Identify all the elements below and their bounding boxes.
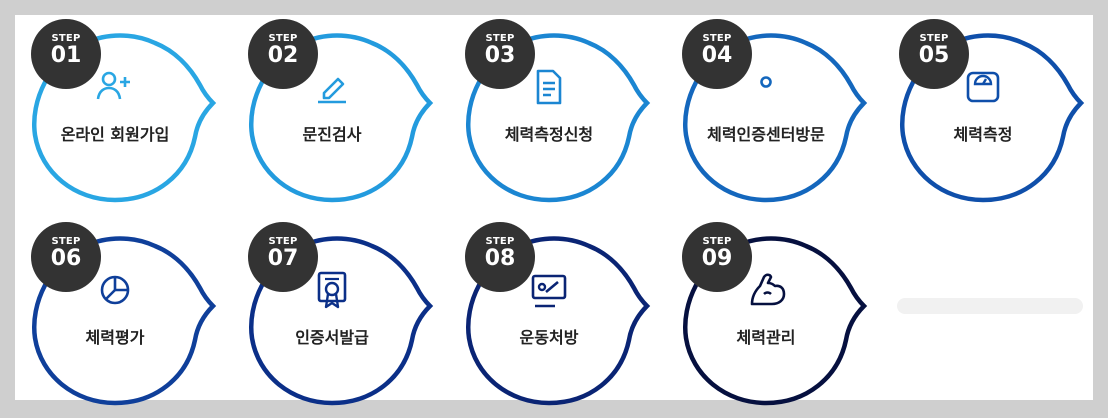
step-label: 체력인증센터방문 <box>707 125 825 144</box>
step-number: 06 <box>50 246 82 271</box>
step-label: 체력측정 <box>953 125 1013 144</box>
step-number: 03 <box>484 43 516 68</box>
document-icon <box>536 69 562 105</box>
step-word: STEP <box>702 33 732 44</box>
flexed-arm-icon <box>750 273 786 306</box>
step-label: 체력측정신청 <box>504 125 594 144</box>
step-number: 05 <box>918 43 950 68</box>
prescription-board-icon <box>531 274 567 308</box>
step-number: 08 <box>484 246 516 271</box>
step-number: 02 <box>267 43 299 68</box>
step-word: STEP <box>51 236 81 247</box>
step-word: STEP <box>268 236 298 247</box>
scale-icon <box>966 71 1000 103</box>
step-number: 09 <box>701 246 733 271</box>
step-number: 01 <box>50 43 82 68</box>
user-add-icon <box>96 71 130 100</box>
step-word: STEP <box>268 33 298 44</box>
step-label: 인증서발급 <box>295 328 369 347</box>
step-word: STEP <box>919 33 949 44</box>
step-label: 문진검사 <box>302 125 362 144</box>
certificate-icon <box>317 271 347 309</box>
step-label: 온라인 회원가입 <box>60 125 170 144</box>
step-word: STEP <box>51 33 81 44</box>
empty-slot-bar <box>897 298 1083 314</box>
step-word: STEP <box>485 236 515 247</box>
step-word: STEP <box>485 33 515 44</box>
pie-chart-icon <box>100 275 130 305</box>
step-label: 체력관리 <box>736 328 796 347</box>
step-label: 체력평가 <box>85 328 145 347</box>
location-pin-icon <box>760 76 772 88</box>
step-number: 07 <box>267 246 299 271</box>
step-word: STEP <box>702 236 732 247</box>
step-label: 운동처방 <box>519 328 579 347</box>
pencil-icon <box>318 77 346 104</box>
step-number: 04 <box>701 43 733 68</box>
